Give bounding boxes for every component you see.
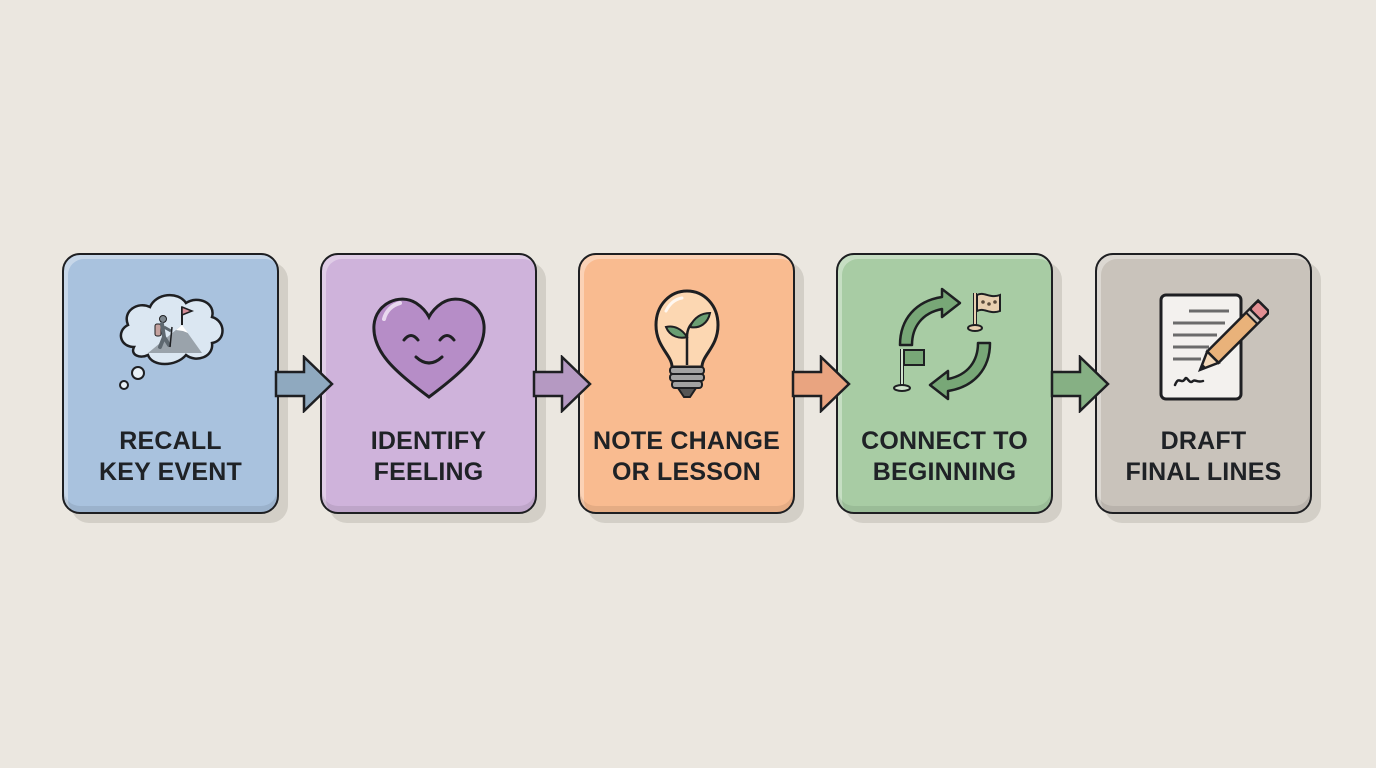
step-label-line1: RECALL <box>119 427 222 455</box>
cycle-arrows-flags-icon <box>892 287 1001 401</box>
step-label-line1: DRAFT <box>1160 427 1247 455</box>
step-card-identify-feeling: IDENTIFY FEELING <box>320 253 537 514</box>
step-label-line2: BEGINNING <box>872 458 1017 486</box>
document-pencil-icon <box>1159 293 1269 401</box>
step-label-line1: CONNECT TO <box>861 427 1028 455</box>
step-label: CONNECT TO BEGINNING <box>838 426 1051 488</box>
step-card-connect-to-beginning: CONNECT TO BEGINNING <box>836 253 1053 514</box>
step-card-draft-final-lines: DRAFT FINAL LINES <box>1095 253 1312 514</box>
step-label: NOTE CHANGE OR LESSON <box>580 426 793 488</box>
step-label-line1: NOTE CHANGE <box>593 427 780 455</box>
thought-bubble-mountain-climber-icon <box>118 294 224 390</box>
step-card-note-change-or-lesson: NOTE CHANGE OR LESSON <box>578 253 795 514</box>
step-label: DRAFT FINAL LINES <box>1097 426 1310 488</box>
arrow-right-icon <box>274 355 334 413</box>
step-label-line2: FEELING <box>373 458 484 486</box>
arrow-right-icon <box>532 355 592 413</box>
lightbulb-sprout-icon <box>653 289 720 398</box>
step-label-line1: IDENTIFY <box>370 427 487 455</box>
step-label-line2: FINAL LINES <box>1125 458 1282 486</box>
step-label: RECALL KEY EVENT <box>64 426 277 488</box>
step-label-line2: KEY EVENT <box>98 458 243 486</box>
step-label: IDENTIFY FEELING <box>322 426 535 488</box>
arrow-right-icon <box>1050 355 1110 413</box>
step-card-recall-key-event: RECALL KEY EVENT <box>62 253 279 514</box>
smiling-heart-icon <box>371 297 486 399</box>
step-label-line2: OR LESSON <box>611 458 762 486</box>
arrow-right-icon <box>791 355 851 413</box>
